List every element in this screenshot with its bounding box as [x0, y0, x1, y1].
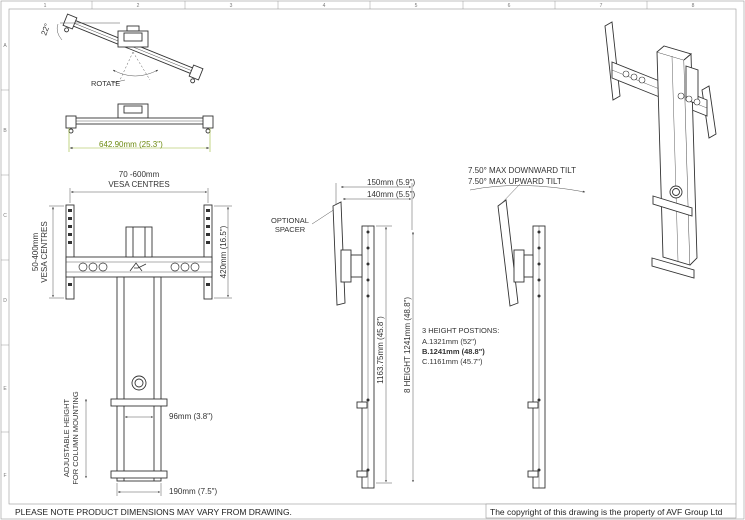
- height-position-a: A.1321mm (52"): [422, 337, 477, 346]
- avf-logo: [129, 262, 147, 272]
- dimensions-note: PLEASE NOTE PRODUCT DIMENSIONS MAY VARY …: [15, 507, 292, 517]
- grid-row-e: E: [3, 386, 7, 392]
- tilt-view-mount: [497, 199, 546, 489]
- depth-min-label: 140mm (5.5"): [367, 190, 416, 199]
- column-width-label: 96mm (3.8"): [169, 412, 213, 421]
- isometric-view: [604, 21, 717, 279]
- height-position-c: C.1161mm (45.7"): [422, 357, 483, 366]
- grid-col-4: 4: [323, 3, 326, 9]
- front-holes: [78, 262, 200, 272]
- grid-column-labels: 1 2 3 4 5 6 7 8: [44, 3, 695, 9]
- arm-slots: [68, 209, 210, 286]
- angle-dimension: [56, 22, 120, 41]
- top-view-straight: [65, 103, 214, 134]
- grid-row-c: C: [3, 213, 7, 219]
- height-positions: 3 HEIGHT POSTIONS: A.1321mm (52") B.1241…: [422, 326, 499, 366]
- total-height-label: 8 HEIGHT 1241mm (48.8"): [403, 297, 412, 393]
- grid-row-a: A: [3, 43, 7, 49]
- side-column-holes: [366, 230, 370, 472]
- grid-col-2: 2: [137, 3, 140, 9]
- grid-col-1: 1: [44, 3, 47, 9]
- grid-row-labels: A B C D E F: [3, 43, 7, 479]
- grid-col-6: 6: [508, 3, 511, 9]
- column-height-label: 1163.75mm (45.8"): [376, 316, 385, 384]
- vesa-vertical-line1: 50-400mm: [31, 233, 40, 272]
- rotated-arm: [62, 13, 204, 84]
- column-dimensions: [85, 398, 162, 496]
- grid-col-3: 3: [230, 3, 233, 9]
- grid-col-7: 7: [600, 3, 603, 9]
- right-vertical-arm: [203, 204, 213, 300]
- depth-max-label: 150mm (5.9"): [367, 178, 416, 187]
- bracket-height-label: 420mm (16.5"): [219, 225, 228, 278]
- vesa-horizontal-line1: 70 -600mm: [119, 170, 160, 179]
- side-view-mount: [332, 201, 375, 489]
- adjustable-height-line1: ADJUSTABLE HEIGHT: [62, 398, 71, 477]
- vesa-horizontal-line2: VESA CENTRES: [108, 180, 169, 189]
- copyright-text: The copyright of this drawing is the pro…: [490, 507, 723, 517]
- downward-tilt-label: 7.50° MAX DOWNWARD TILT: [468, 166, 576, 175]
- front-view-mount: [65, 204, 213, 482]
- grid-col-8: 8: [692, 3, 695, 9]
- grid-row-b: B: [3, 128, 7, 134]
- tilt-screen-plate: [497, 199, 519, 307]
- tilt-arc: [469, 183, 586, 206]
- tilt-column-holes: [537, 230, 541, 472]
- angle-label: 22°: [39, 22, 52, 36]
- vesa-vertical-line2: VESA CENTRES: [40, 221, 49, 282]
- grid-ticks: [1, 1, 648, 433]
- rotate-arc: [111, 51, 159, 84]
- upward-tilt-label: 7.50° MAX UPWARD TILT: [468, 177, 562, 186]
- grid-col-5: 5: [415, 3, 418, 9]
- side-view-dimensions: [311, 183, 414, 484]
- grid-row-d: D: [3, 298, 7, 304]
- optional-spacer-line2: SPACER: [275, 225, 306, 234]
- width-label: 642.90mm (25.3"): [99, 140, 163, 149]
- width-dimension: [68, 128, 211, 152]
- height-position-b: B.1241mm (48.8"): [422, 347, 485, 356]
- height-positions-title: 3 HEIGHT POSTIONS:: [422, 326, 499, 335]
- copyright-box: The copyright of this drawing is the pro…: [485, 503, 737, 519]
- rotate-label: ROTATE: [91, 79, 120, 88]
- iso-holes: [622, 70, 701, 106]
- iso-left-arm: [604, 21, 621, 101]
- front-view-dimensions: [49, 188, 232, 299]
- adjustable-height-line2: FOR COLUMN MOUNTING: [71, 391, 80, 484]
- base-width-label: 190mm (7.5"): [169, 487, 218, 496]
- optional-spacer-line1: OPTIONAL: [271, 216, 309, 225]
- iso-upper-collar: [652, 195, 693, 217]
- grid-row-f: F: [3, 473, 6, 479]
- iso-lower-collar: [651, 257, 695, 279]
- top-view-rotated: [62, 13, 204, 84]
- left-vertical-arm: [65, 204, 75, 300]
